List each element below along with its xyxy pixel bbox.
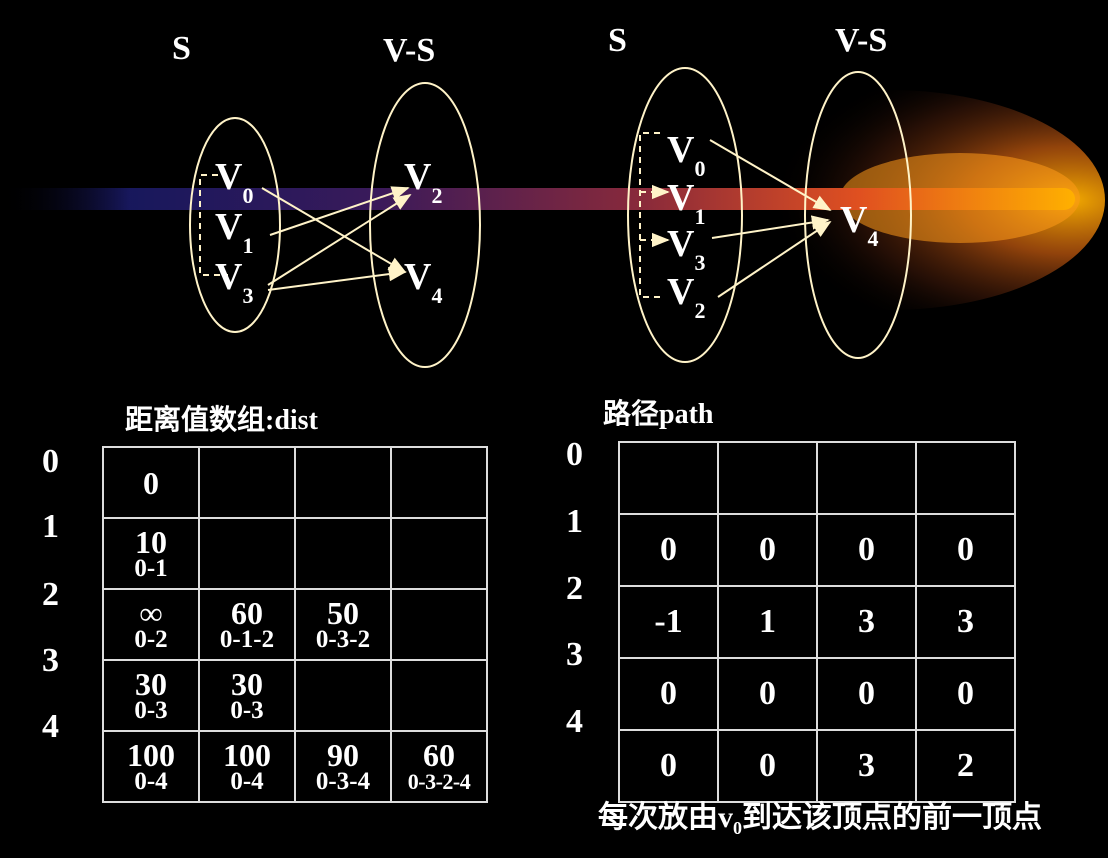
table-row: 0 0 3 2: [618, 729, 1016, 803]
path-cell: 3: [816, 729, 917, 803]
left-vertex-v2: V2: [404, 156, 443, 208]
path-cell: [816, 441, 917, 515]
path-cell: 3: [816, 585, 917, 659]
right-vertex-v1: V1: [667, 177, 706, 229]
dist-row-label: 1: [42, 508, 59, 545]
right-set-vs-ellipse: [804, 71, 912, 359]
dist-row-label: 0: [42, 443, 59, 480]
path-cell: 2: [915, 729, 1016, 803]
table-row: [618, 441, 1016, 515]
path-cell: 0: [915, 513, 1016, 587]
right-set-s-label: S: [608, 22, 627, 59]
dist-cell: [390, 446, 488, 519]
path-row-label: 4: [566, 703, 583, 740]
right-dashed-bracket: [639, 132, 662, 298]
dist-cell: ∞0-2: [102, 588, 200, 661]
path-row-label: 3: [566, 636, 583, 673]
path-cell: 0: [717, 657, 818, 731]
dist-cell: [390, 588, 488, 661]
path-cell: -1: [618, 585, 719, 659]
path-cell: [717, 441, 818, 515]
left-vertex-v1: V1: [215, 206, 254, 258]
right-vertex-v4: V4: [840, 199, 879, 251]
path-cell: 0: [816, 657, 917, 731]
path-table: 0 0 0 0 -1 1 3 3 0 0 0 0 0 0 3 2: [618, 441, 1016, 803]
dist-cell: 0: [102, 446, 200, 519]
path-row-label: 2: [566, 570, 583, 607]
dist-row-label: 4: [42, 708, 59, 745]
dist-title: 距离值数组:dist: [125, 405, 318, 436]
path-cell: 0: [618, 513, 719, 587]
right-diagram-graphics: [627, 67, 912, 363]
dist-cell: [294, 517, 392, 590]
left-vertex-v0: V0: [215, 156, 254, 208]
dist-row-label: 2: [42, 576, 59, 613]
path-cell: [915, 441, 1016, 515]
path-cell: 0: [816, 513, 917, 587]
path-cell: 0: [915, 657, 1016, 731]
left-set-s-label: S: [172, 30, 191, 67]
dist-cell: [390, 517, 488, 590]
dist-cell: [294, 659, 392, 732]
edge-v3-v2: [267, 194, 412, 286]
left-set-vs-label: V-S: [383, 32, 436, 69]
right-set-vs-label: V-S: [835, 22, 888, 59]
dist-cell: [294, 446, 392, 519]
path-title: 路径path: [603, 399, 714, 430]
left-set-s-ellipse: [189, 117, 281, 333]
dist-cell: [198, 517, 296, 590]
dist-row-label: 3: [42, 642, 59, 679]
edge-v3-v4: [267, 266, 407, 291]
table-row: -1 1 3 3: [618, 585, 1016, 659]
edge-r-v3-v4: [711, 215, 830, 239]
dist-cell: [390, 659, 488, 732]
left-vertex-v4: V4: [404, 256, 443, 308]
path-cell: 0: [717, 513, 818, 587]
table-row: 0: [102, 446, 488, 519]
path-cell: 3: [915, 585, 1016, 659]
right-vertex-v2: V2: [667, 271, 706, 323]
right-set-s-ellipse: [627, 67, 743, 363]
path-cell: 0: [618, 729, 719, 803]
path-cell: 0: [717, 729, 818, 803]
path-row-label: 0: [566, 436, 583, 473]
left-vertex-v3: V3: [215, 256, 254, 308]
dist-cell: [198, 446, 296, 519]
right-vertex-v3: V3: [667, 223, 706, 275]
table-row: 0 0 0 0: [618, 657, 1016, 731]
left-dashed-bracket: [199, 174, 228, 276]
path-cell: 0: [618, 657, 719, 731]
edge-r-v2-v4: [717, 220, 832, 298]
table-row: 0 0 0 0: [618, 513, 1016, 587]
caption: 每次放由v0到达该顶点的前一顶点: [598, 801, 1042, 838]
left-set-vs-ellipse: [369, 82, 481, 368]
edge-r-v0-v4: [709, 139, 832, 211]
path-row-label: 1: [566, 503, 583, 540]
right-vertex-v0: V0: [667, 129, 706, 181]
edge-v1-v2: [269, 186, 410, 236]
edge-v0-v4: [261, 187, 407, 273]
path-cell: 1: [717, 585, 818, 659]
left-diagram-graphics: [189, 82, 481, 368]
path-cell: [618, 441, 719, 515]
